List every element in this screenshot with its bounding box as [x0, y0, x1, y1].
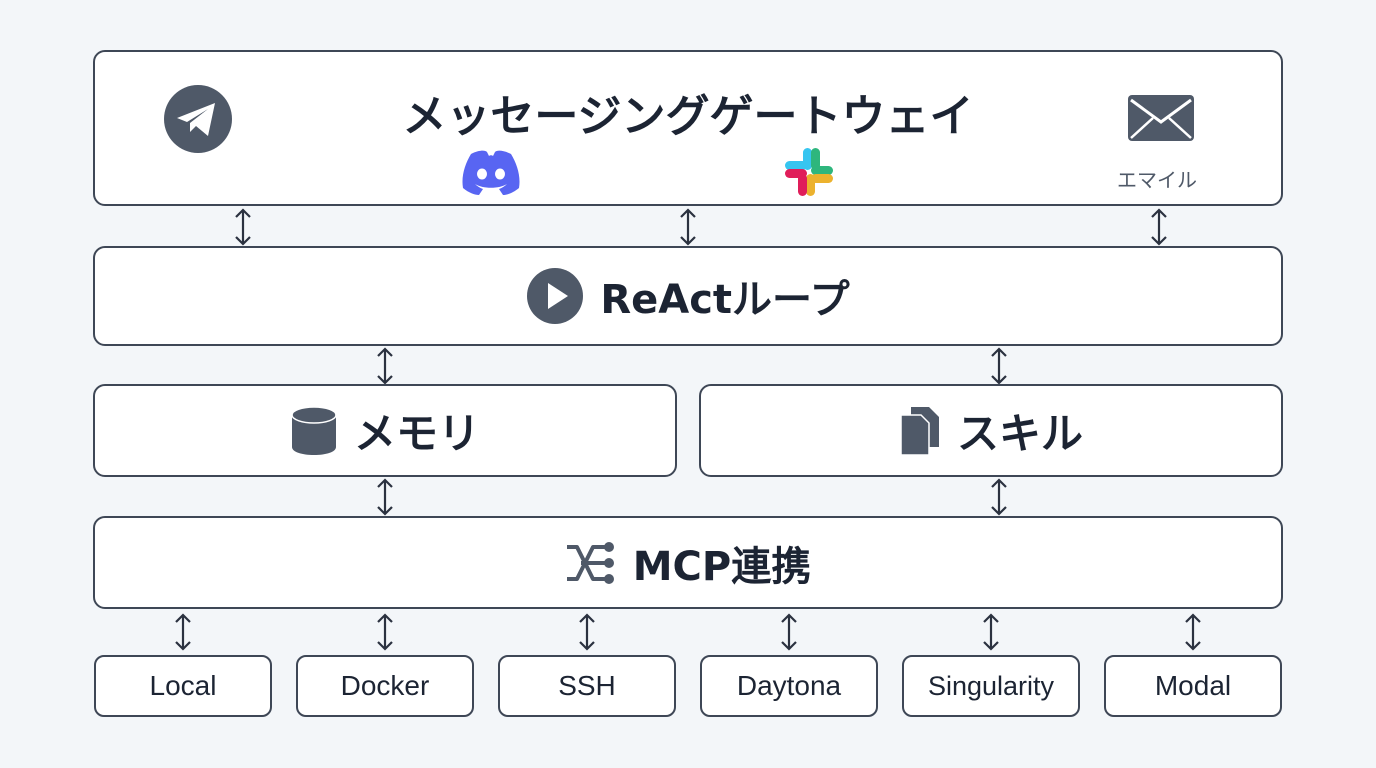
branch-icon	[566, 541, 614, 584]
mcp-box: MCP連携	[93, 516, 1283, 609]
env-modal: Modal	[1104, 655, 1282, 717]
play-icon	[527, 268, 584, 324]
skills-title: スキル	[956, 409, 1083, 458]
arrow-mcp-modal	[1185, 613, 1201, 651]
arrow-mcp-ssh	[579, 613, 595, 651]
arrow-react-skills	[991, 347, 1007, 385]
telegram-icon	[164, 85, 232, 153]
env-ssh: SSH	[498, 655, 676, 717]
arrow-mcp-local	[175, 613, 191, 651]
arrow-mcp-daytona	[781, 613, 797, 651]
env-docker: Docker	[296, 655, 474, 717]
env-singularity: Singularity	[902, 655, 1080, 717]
email-label: エマイル	[1117, 168, 1197, 192]
arrow-gateway-react-right	[1151, 208, 1167, 246]
memory-box: メモリ	[93, 384, 677, 477]
database-icon	[291, 405, 337, 455]
skills-box: スキル	[699, 384, 1283, 477]
arrow-react-memory	[377, 347, 393, 385]
gateway-title: メッセージングゲートウェイ	[402, 91, 974, 142]
env-daytona: Daytona	[700, 655, 878, 717]
mcp-title: MCP連携	[632, 543, 812, 590]
arrow-mcp-singularity	[983, 613, 999, 651]
env-local: Local	[94, 655, 272, 717]
email-icon	[1128, 95, 1194, 141]
documents-icon	[900, 406, 939, 456]
arrow-skills-mcp	[991, 478, 1007, 516]
slack-icon	[785, 148, 833, 196]
arrow-gateway-react-center	[680, 208, 696, 246]
react-loop-title: ReActループ	[600, 277, 850, 323]
arrow-mcp-docker	[377, 613, 393, 651]
memory-title: メモリ	[353, 409, 480, 458]
arrow-gateway-react-left	[235, 208, 251, 246]
discord-icon	[462, 150, 520, 195]
messaging-gateway-box: メッセージングゲートウェイ エマイル	[93, 50, 1283, 206]
react-loop-box: ReActループ	[93, 246, 1283, 346]
arrow-memory-mcp	[377, 478, 393, 516]
